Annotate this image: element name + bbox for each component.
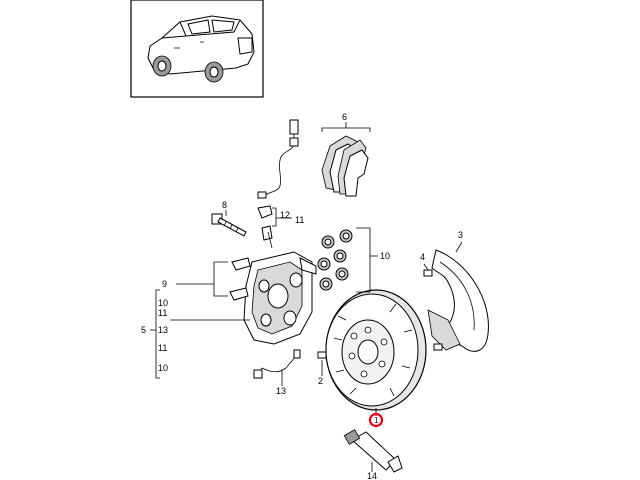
dust-shield[interactable] (427, 249, 489, 352)
label-10-left-a[interactable]: 10 (158, 298, 168, 308)
screw[interactable] (317, 269, 443, 359)
label-11-left-a[interactable]: 11 (158, 308, 167, 318)
brake-disc[interactable] (325, 289, 427, 411)
label-8[interactable]: 8 (222, 200, 227, 210)
label-13[interactable]: 13 (276, 386, 286, 396)
wear-sensor-cable[interactable] (257, 119, 299, 199)
label-11-left-b[interactable]: 11 (158, 343, 167, 353)
highlight-ring (368, 412, 384, 428)
brake-caliper[interactable] (243, 251, 317, 345)
spring-clip[interactable] (257, 205, 273, 249)
brake-hose[interactable] (253, 349, 301, 379)
caliper-bolt[interactable] (211, 213, 247, 237)
label-5[interactable]: 5 (141, 325, 146, 335)
label-4[interactable]: 4 (420, 252, 425, 262)
assembly-paste-tube[interactable] (343, 429, 403, 473)
part-number-labels: 6 8 12 11 3 4 10 9 10 11 5 13 11 10 2 13… (141, 112, 463, 480)
label-2[interactable]: 2 (318, 376, 323, 386)
label-14[interactable]: 14 (367, 471, 377, 480)
brake-pad-set[interactable] (321, 135, 369, 197)
label-11-top[interactable]: 11 (295, 215, 304, 225)
label-10-left-b[interactable]: 10 (158, 363, 168, 373)
vehicle-thumbnail (130, 0, 264, 98)
label-10-right[interactable]: 10 (380, 251, 390, 261)
label-3[interactable]: 3 (458, 230, 463, 240)
guide-pins[interactable] (229, 257, 251, 301)
label-6[interactable]: 6 (342, 112, 347, 122)
label-13-left[interactable]: 13 (158, 325, 168, 335)
caliper-pistons-seals[interactable] (317, 229, 353, 291)
label-12[interactable]: 12 (280, 210, 290, 220)
leader-lines (150, 122, 463, 472)
label-9[interactable]: 9 (162, 279, 167, 289)
label-1[interactable]: 1 (374, 416, 379, 425)
